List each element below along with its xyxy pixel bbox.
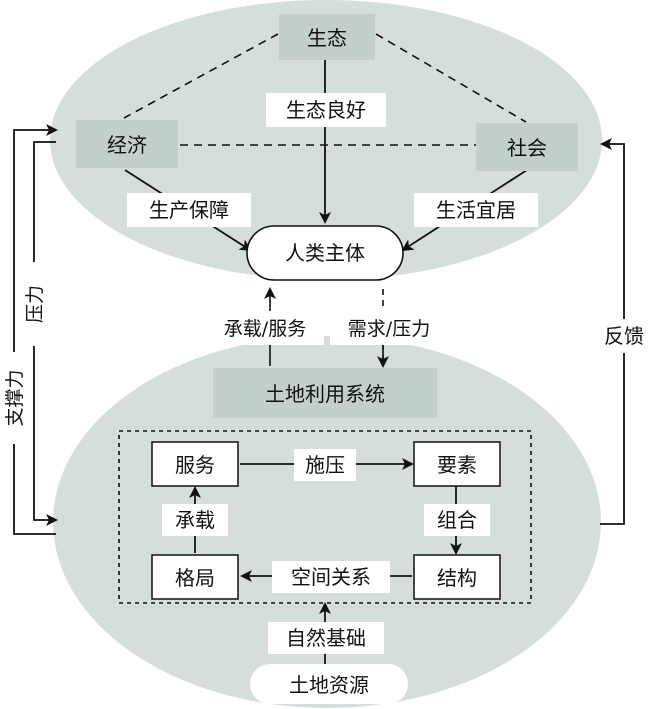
label-support: 支撑力 — [4, 369, 26, 426]
node-land-resource: 土地资源 — [289, 673, 369, 697]
node-element: 要素 — [437, 453, 477, 477]
label-combine: 组合 — [437, 508, 477, 532]
node-service: 服务 — [175, 453, 215, 477]
node-society-box — [476, 123, 578, 171]
label-good-ecology-bg — [266, 93, 386, 127]
node-structure: 结构 — [437, 566, 477, 590]
label-support-bg — [2, 352, 26, 444]
node-pattern-box — [151, 554, 239, 600]
label-spatial: 空间关系 — [291, 565, 371, 589]
label-apply-pressure: 施压 — [305, 453, 345, 477]
node-human-subject: 人类主体 — [285, 241, 365, 265]
label-demand-pressure-bg — [330, 311, 448, 345]
label-carry-service: 承载/服务 — [224, 318, 306, 340]
label-carry: 承载 — [175, 508, 215, 532]
node-ecology-box — [279, 14, 375, 60]
label-living: 生活宜居 — [436, 198, 516, 222]
node-system: 土地利用系统 — [265, 382, 385, 406]
label-natural-base-bg — [268, 622, 384, 654]
label-feedback-bg — [595, 319, 650, 353]
label-carry-bg — [162, 504, 228, 536]
label-production: 生产保障 — [149, 198, 229, 222]
label-natural-base: 自然基础 — [286, 626, 366, 650]
node-human-subject-box — [246, 225, 404, 281]
label-apply-pressure-bg — [294, 449, 356, 481]
label-pressure: 压力 — [24, 285, 46, 323]
label-living-bg — [414, 193, 538, 227]
node-economy-box — [76, 120, 178, 168]
label-production-bg — [127, 193, 251, 227]
inner-dashed-frame — [118, 430, 532, 604]
label-combine-bg — [424, 504, 490, 536]
node-economy: 经济 — [107, 133, 147, 157]
label-pressure-bg — [22, 262, 46, 346]
node-land-resource-box — [250, 664, 408, 704]
label-spatial-bg — [272, 561, 390, 593]
node-system-box — [213, 368, 437, 418]
node-society: 社会 — [507, 136, 547, 160]
label-feedback: 反馈 — [604, 324, 644, 348]
node-service-box — [151, 441, 239, 487]
node-structure-box — [413, 554, 501, 600]
label-carry-service-bg — [206, 311, 324, 345]
dashed-relations — [123, 33, 527, 146]
label-good-ecology: 生态良好 — [286, 98, 366, 122]
node-ecology: 生态 — [307, 26, 347, 50]
label-demand-pressure: 需求/压力 — [348, 318, 430, 340]
bottom-ellipse — [53, 336, 601, 708]
node-element-box — [413, 441, 501, 487]
node-pattern: 格局 — [175, 566, 215, 590]
